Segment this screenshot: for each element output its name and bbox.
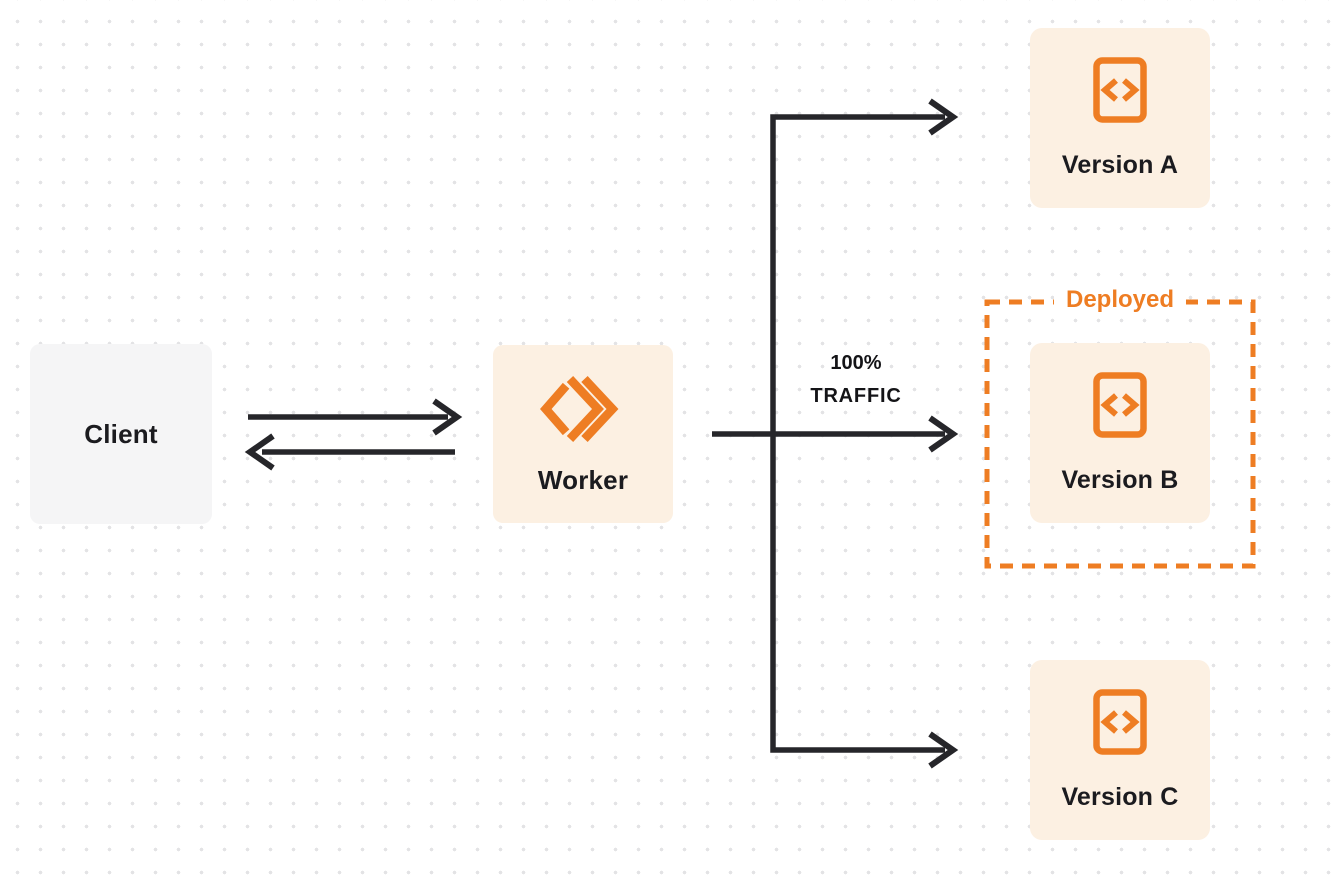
node-worker: Worker xyxy=(493,345,673,523)
version-a-label: Version A xyxy=(1061,150,1179,179)
code-file-icon xyxy=(1093,688,1147,755)
version-c-label: Version C xyxy=(1061,782,1179,811)
worker-to-version-b-arrow xyxy=(712,415,959,453)
traffic-label-percent: 100% xyxy=(830,352,882,374)
client-label: Client xyxy=(84,418,158,449)
worker-label: Worker xyxy=(537,464,629,495)
version-b-label: Version B xyxy=(1061,465,1179,494)
node-version-a: Version A xyxy=(1030,28,1210,208)
traffic-label: 100% TRAFFIC xyxy=(781,347,931,413)
arrowhead-version-b xyxy=(928,415,959,453)
arrowhead-version-a xyxy=(928,98,959,136)
traffic-label-word: TRAFFIC xyxy=(810,385,902,407)
deployed-label: Deployed xyxy=(1053,285,1187,315)
node-client: Client xyxy=(30,344,212,524)
client-to-worker-arrow xyxy=(248,398,463,436)
code-file-icon xyxy=(1093,371,1147,438)
node-version-b: Version B xyxy=(1030,343,1210,523)
worker-double-chevron-icon xyxy=(539,375,618,442)
node-version-c: Version C xyxy=(1030,660,1210,840)
code-file-icon xyxy=(1093,56,1147,123)
arrowhead-version-c xyxy=(928,731,959,769)
worker-to-client-arrow xyxy=(244,433,455,471)
